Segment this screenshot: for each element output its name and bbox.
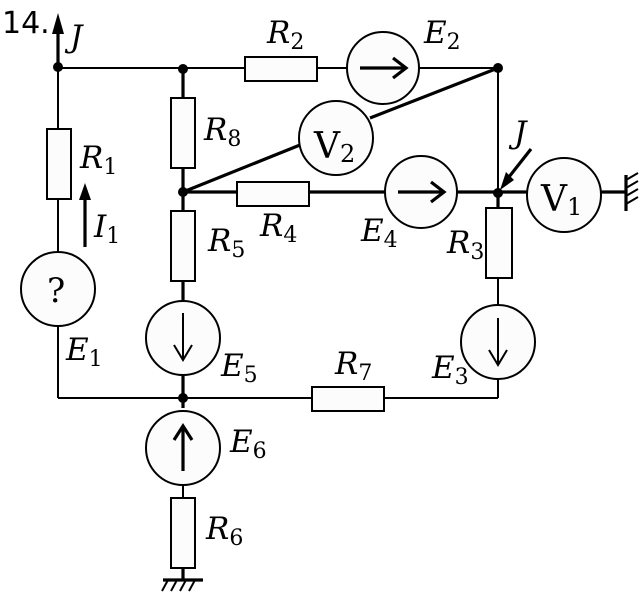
resistor-r1[interactable]: R1	[46, 128, 117, 200]
voltmeter-v1[interactable]: V1	[526, 157, 602, 233]
resistor-r2[interactable]: R2	[244, 15, 318, 82]
svg-text:V1: V1	[540, 179, 582, 221]
svg-text:R5: R5	[207, 223, 245, 263]
svg-text:V2: V2	[313, 126, 355, 168]
unknown-symbol: ?	[47, 271, 65, 311]
source-e1[interactable]: ? E1	[20, 251, 103, 372]
svg-text:E3: E3	[431, 350, 469, 390]
svg-text:R8: R8	[203, 112, 241, 152]
resistor-r3[interactable]: R3	[446, 207, 513, 279]
svg-text:R1: R1	[79, 140, 117, 180]
resistor-r7[interactable]: R7	[311, 346, 385, 412]
svg-text:R2: R2	[266, 15, 304, 55]
svg-text:J: J	[64, 19, 84, 55]
ground-icon	[624, 172, 639, 211]
svg-text:E1: E1	[65, 332, 103, 372]
ground-icon	[161, 578, 203, 592]
svg-text:R6: R6	[205, 511, 243, 551]
svg-text:E4: E4	[360, 213, 398, 253]
source-e6[interactable]: E6	[145, 410, 267, 486]
node	[53, 62, 63, 72]
svg-text:J: J	[508, 115, 528, 151]
node	[493, 63, 503, 73]
current-source-j-right: J	[500, 115, 533, 190]
problem-number: 14.	[2, 6, 50, 41]
node	[493, 188, 503, 198]
resistor-r6[interactable]: R6	[170, 497, 243, 569]
arrow-icon	[79, 183, 91, 200]
source-e3[interactable]: E3	[431, 304, 536, 390]
svg-text:I1: I1	[93, 209, 120, 249]
arrow-icon	[52, 13, 64, 34]
current-source-j-top: J	[52, 13, 84, 66]
source-e2[interactable]: E2	[346, 15, 461, 105]
svg-text:R3: R3	[446, 225, 484, 265]
resistor-r4[interactable]: R4	[236, 181, 310, 248]
svg-text:E6: E6	[229, 424, 267, 464]
node	[178, 393, 188, 403]
current-i1: I1	[79, 183, 120, 249]
source-e4[interactable]: E4	[360, 155, 458, 253]
node	[178, 64, 188, 74]
resistor-r5[interactable]: R5	[170, 210, 245, 282]
node	[178, 187, 188, 197]
svg-text:E5: E5	[220, 348, 258, 388]
svg-text:R7: R7	[334, 346, 372, 386]
source-e5[interactable]: E5	[145, 300, 258, 388]
svg-text:E2: E2	[423, 15, 461, 55]
voltmeter-v2[interactable]: V2	[298, 100, 374, 176]
resistor-r8[interactable]: R8	[170, 97, 241, 169]
arrow-icon	[500, 172, 514, 190]
svg-text:R4: R4	[259, 208, 297, 248]
nodes	[53, 62, 503, 403]
